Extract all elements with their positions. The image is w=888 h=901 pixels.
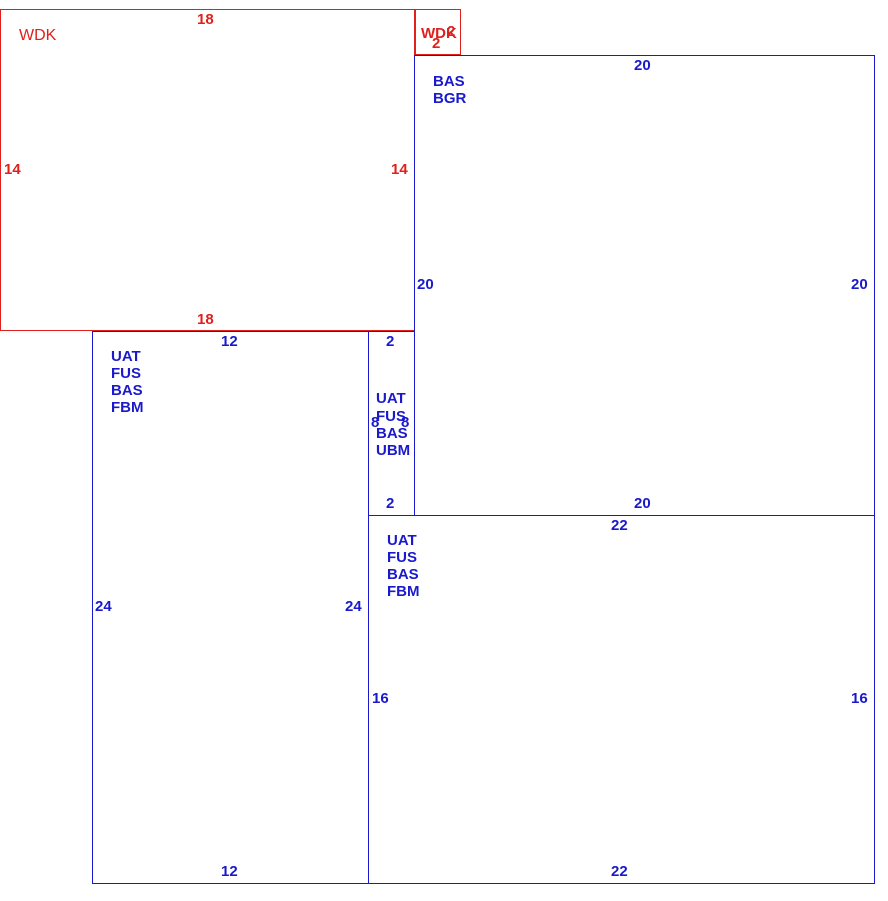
bas-bgr-code-1: BAS bbox=[433, 73, 465, 90]
bas-bgr-right-dim: 20 bbox=[851, 276, 868, 293]
bottom-right-top-dim: 22 bbox=[611, 517, 628, 534]
narrow-block-bottom-dim: 2 bbox=[386, 495, 395, 512]
wdk-large-left-dim: 14 bbox=[4, 161, 21, 178]
wdk-small-region bbox=[415, 9, 461, 55]
bas-bgr-top-dim: 20 bbox=[634, 57, 651, 74]
wdk-large-name: WDK bbox=[19, 27, 57, 44]
bottom-right-bottom-dim: 22 bbox=[611, 863, 628, 880]
bottom-right-code-2: FUS bbox=[387, 549, 417, 566]
narrow-block-code-4: UBM bbox=[376, 442, 411, 459]
wdk-large-bottom-dim: 18 bbox=[197, 311, 214, 328]
narrow-block-code-2: FUS bbox=[376, 408, 406, 425]
narrow-block-left-dim: 8 bbox=[371, 414, 380, 431]
bottom-right-region bbox=[368, 515, 875, 884]
left-block-code-3: BAS bbox=[111, 382, 143, 399]
left-block-bottom-dim: 12 bbox=[221, 863, 238, 880]
bas-bgr-code-2: BGR bbox=[433, 90, 467, 107]
narrow-block-right-dim: 8 bbox=[401, 414, 410, 431]
left-block-code-1: UAT bbox=[111, 348, 141, 365]
bottom-right-left-dim: 16 bbox=[372, 690, 389, 707]
wdk-large-top-dim: 18 bbox=[197, 11, 214, 28]
bottom-right-code-4: FBM bbox=[387, 583, 420, 600]
wdk-large-right-dim: 14 bbox=[391, 161, 408, 178]
wdk-large-region bbox=[0, 9, 415, 331]
wdk-small-right-dim: 2 bbox=[447, 23, 456, 40]
wdk-small-name: WDK bbox=[421, 25, 457, 42]
left-block-right-dim: 24 bbox=[345, 598, 362, 615]
left-block-code-4: FBM bbox=[111, 399, 144, 416]
left-block-left-dim: 24 bbox=[95, 598, 112, 615]
bas-bgr-region bbox=[414, 55, 875, 516]
wdk-small-top-dim: 2 bbox=[432, 35, 441, 52]
bas-bgr-left-dim: 20 bbox=[417, 276, 434, 293]
narrow-block-code-3: BAS bbox=[376, 425, 408, 442]
bas-bgr-bottom-dim: 20 bbox=[634, 495, 651, 512]
narrow-block-code-1: UAT bbox=[376, 390, 406, 407]
narrow-block-top-dim: 2 bbox=[386, 333, 395, 350]
bottom-right-right-dim: 16 bbox=[851, 690, 868, 707]
bottom-right-code-1: UAT bbox=[387, 532, 417, 549]
left-block-code-2: FUS bbox=[111, 365, 141, 382]
bottom-right-code-3: BAS bbox=[387, 566, 419, 583]
left-block-top-dim: 12 bbox=[221, 333, 238, 350]
